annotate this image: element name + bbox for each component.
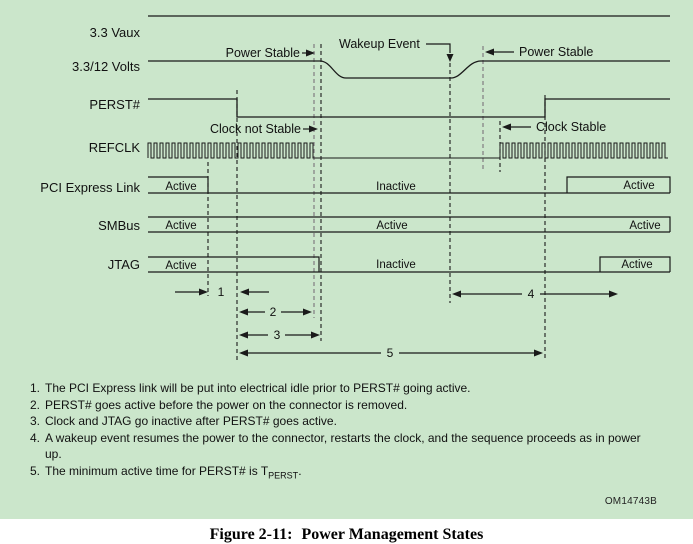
note-item-5: 5. The minimum active time for PERST# is…: [30, 463, 648, 480]
note-item-4: 4. A wakeup event resumes the power to t…: [30, 430, 648, 463]
interval-2: 2: [239, 305, 312, 319]
arrow-left-icon: [485, 48, 494, 56]
arrow-right-icon: [309, 125, 318, 133]
waveform-smbus: [148, 216, 671, 233]
note-number: 2.: [30, 397, 41, 412]
signal-label-jtag: JTAG: [108, 257, 140, 272]
signal-label-smbus: SMBus: [98, 218, 140, 233]
note5-subscript: PERST: [268, 469, 299, 480]
arrow-left-icon: [239, 308, 248, 316]
interval-3-label: 3: [274, 328, 281, 342]
waveform-perst: [148, 98, 670, 118]
note-text: A wakeup event resumes the power to the …: [45, 430, 641, 462]
waveform-jtag: [148, 256, 671, 273]
note-number: 5.: [30, 463, 41, 478]
annotation-clock-stable: Clock Stable: [502, 120, 606, 134]
arrow-left-icon: [502, 123, 511, 131]
svg-text:Power Stable: Power Stable: [226, 46, 300, 60]
arrow-right-icon: [199, 288, 208, 296]
note-text: PERST# goes active before the power on t…: [45, 397, 408, 412]
waveform-refclk: [147, 142, 668, 159]
arrow-right-icon: [609, 290, 618, 298]
annotation-wakeup-event: Wakeup Event: [339, 37, 454, 62]
state-smbus-active-left: Active: [165, 220, 196, 232]
interval-1-label: 1: [218, 285, 225, 299]
note-text: The minimum active time for PERST# is TP…: [45, 463, 648, 480]
signal-label-volts: 3.3/12 Volts: [72, 59, 140, 74]
figure-caption-title: Power Management States: [301, 526, 484, 543]
annotation-power-stable-right: Power Stable: [485, 45, 593, 59]
state-jtag-inactive: Inactive: [376, 259, 416, 271]
note-text: Clock and JTAG go inactive after PERST# …: [45, 414, 337, 428]
signal-label-refclk: REFCLK: [89, 140, 141, 155]
timing-diagram: 3.3 Vaux 3.3/12 Volts PERST# REFCLK PCI …: [40, 15, 671, 360]
notes-list: 1. The PCI Express link will be put into…: [30, 380, 648, 479]
interval-2-label: 2: [270, 305, 277, 319]
arrow-right-icon: [534, 349, 543, 357]
signal-label-vaux: 3.3 Vaux: [90, 25, 141, 40]
state-pci-active-right: Active: [623, 180, 654, 192]
figure-id-watermark: OM14743B: [604, 496, 657, 507]
note-text: The PCI Express link will be put into el…: [45, 381, 471, 395]
arrow-left-icon: [239, 349, 248, 357]
timing-diagram-panel: 3.3 Vaux 3.3/12 Volts PERST# REFCLK PCI …: [0, 0, 693, 519]
annotation-clock-not-stable: Clock not Stable: [210, 122, 318, 136]
note-item-2: 2. PERST# goes active before the power o…: [30, 397, 648, 414]
annotation-power-stable-left: Power Stable: [226, 46, 315, 60]
state-pci-active-left: Active: [165, 181, 196, 193]
refclk-wave-right: [499, 142, 668, 159]
note-item-1: 1. The PCI Express link will be put into…: [30, 380, 648, 397]
arrow-down-icon: [446, 54, 454, 62]
note-item-3: 3. Clock and JTAG go inactive after PERS…: [30, 413, 648, 430]
note5-post: .: [298, 463, 302, 478]
state-smbus-active-right: Active: [629, 220, 660, 232]
signal-label-pci: PCI Express Link: [40, 180, 140, 195]
arrow-right-icon: [311, 331, 320, 339]
note-number: 3.: [30, 414, 41, 428]
interval-5: 5: [239, 346, 543, 360]
interval-5-label: 5: [387, 346, 394, 360]
arrow-left-icon: [239, 331, 248, 339]
interval-4-label: 4: [528, 287, 535, 301]
interval-4: 4: [452, 287, 618, 301]
interval-3: 3: [239, 328, 320, 342]
refclk-wave-left: [147, 142, 316, 159]
arrow-right-icon: [303, 308, 312, 316]
note-number: 4.: [30, 430, 41, 445]
svg-text:Wakeup Event: Wakeup Event: [339, 37, 420, 51]
state-jtag-active-right: Active: [621, 259, 652, 271]
svg-text:Clock Stable: Clock Stable: [536, 120, 606, 134]
signal-label-perst: PERST#: [89, 97, 140, 112]
waveform-volts: [148, 60, 670, 79]
figure-caption-number: Figure 2-11:: [209, 526, 293, 543]
arrow-right-icon: [306, 49, 315, 57]
state-smbus-active-mid: Active: [376, 220, 407, 232]
state-jtag-active-left: Active: [165, 260, 196, 272]
svg-text:Clock not Stable: Clock not Stable: [210, 122, 301, 136]
arrow-left-icon: [240, 288, 249, 296]
figure-caption: Figure 2-11: Power Management States: [0, 519, 693, 544]
waveform-pci-link: [148, 176, 671, 194]
interval-1: 1: [175, 285, 269, 299]
arrow-left-icon: [452, 290, 461, 298]
note5-pre: The minimum active time for PERST# is T: [45, 463, 269, 478]
event-dashed-lines: [207, 44, 546, 360]
state-pci-inactive: Inactive: [376, 181, 416, 193]
note-number: 1.: [30, 381, 41, 395]
svg-text:Power Stable: Power Stable: [519, 45, 593, 59]
